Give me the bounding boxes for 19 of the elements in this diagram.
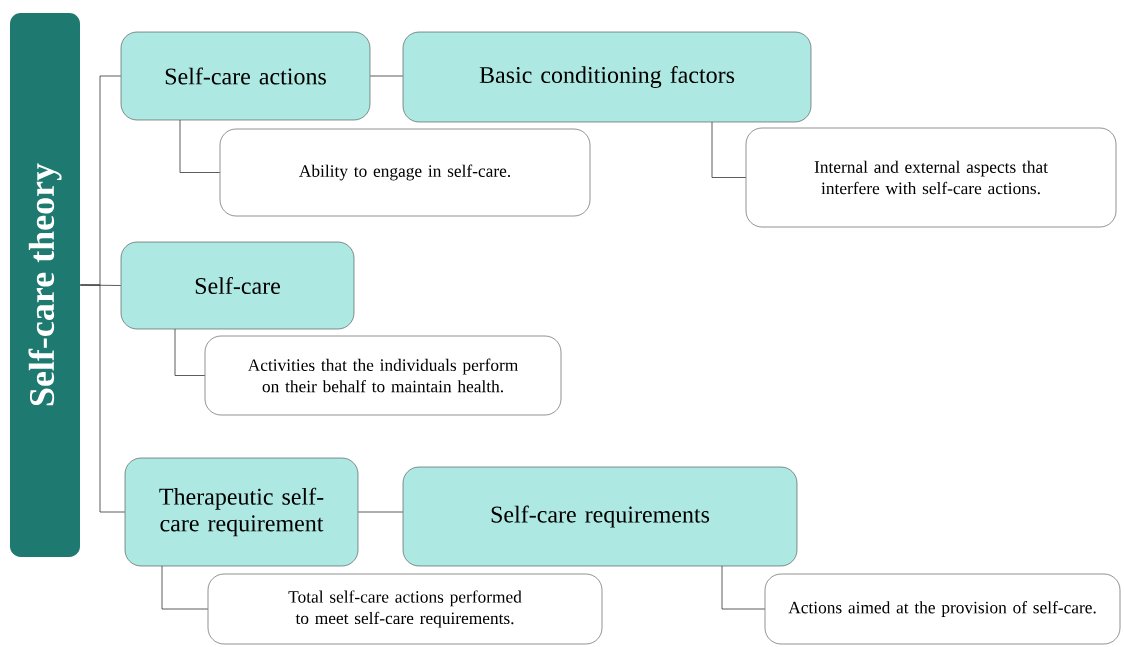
- concept-box: Self-care actions: [120, 31, 371, 121]
- description-box: Activities that the individuals perform on their behalf to maintain health.: [204, 335, 562, 416]
- connector-line: [711, 121, 747, 178]
- description-box: Total self-care actions performed to meet self-care requirements.: [207, 573, 603, 645]
- connector-line: [357, 511, 404, 513]
- concept-box: Basic conditioning factors: [402, 31, 812, 123]
- connector-line: [721, 565, 766, 610]
- description-box: Ability to engage in self-care.: [219, 128, 591, 217]
- connector-line: [369, 75, 404, 77]
- description-box: Actions aimed at the provision of self-care.: [764, 573, 1121, 645]
- concept-box: Self-care requirements: [402, 466, 798, 567]
- connector-line: [161, 565, 209, 610]
- description-box: Internal and external aspects that interfere with self-care actions.: [745, 127, 1117, 228]
- title-bar: Self-care theory: [10, 13, 80, 557]
- concept-box: Therapeutic self-care requirement: [124, 457, 359, 567]
- connector-line: [174, 328, 206, 376]
- connector-line: [179, 119, 221, 173]
- concept-box: Self-care: [120, 241, 355, 330]
- connector-line: [79, 284, 126, 513]
